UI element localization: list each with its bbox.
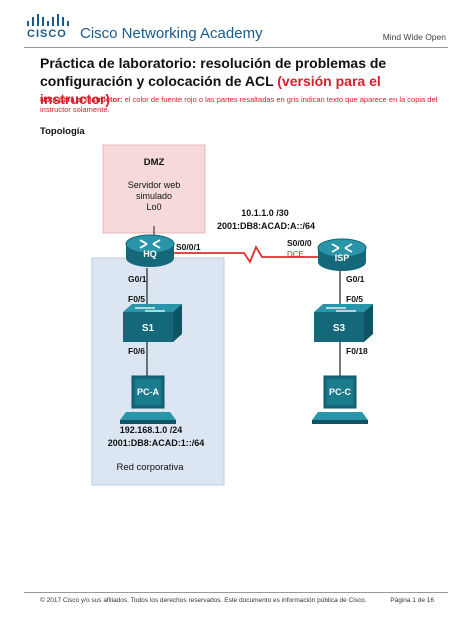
isp-serial-port: S0/0/0 — [287, 238, 312, 248]
title-main: Práctica de laboratorio: resolución de p… — [40, 55, 387, 89]
footer-copyright: © 2017 Cisco y/o sus afiliados. Todos lo… — [40, 597, 367, 604]
switch-s3-icon — [314, 304, 373, 342]
hq-serial-port: S0/0/1 — [176, 242, 201, 252]
header-divider — [24, 47, 448, 48]
pc-a-icon — [120, 375, 176, 424]
footer-divider — [24, 592, 448, 593]
switch-s3-label: S3 — [333, 323, 346, 334]
section-heading-topology: Topología — [40, 126, 85, 137]
lan-ipv6-label: 2001:DB8:ACAD:1::/64 — [108, 438, 205, 448]
s1-down-port: F0/6 — [128, 346, 145, 356]
page-header: CISCO Cisco Networking Academy Mind Wide… — [0, 0, 474, 48]
corporate-lan-zone — [91, 257, 225, 486]
instructor-note: Nota para el instructor: el color de fue… — [40, 95, 450, 115]
router-hq-icon — [125, 234, 175, 267]
dmz-loopback: Lo0 — [146, 202, 161, 212]
dmz-title: DMZ — [144, 157, 165, 168]
router-isp-icon — [317, 238, 367, 271]
dmz-server-line2: simulado — [136, 191, 172, 201]
dce-label: DCE — [287, 250, 304, 259]
s3-up-port: F0/5 — [346, 294, 363, 304]
wan-network-label: 10.1.1.0 /30 — [241, 208, 289, 218]
dmz-server-line1: Servidor web — [128, 180, 181, 190]
footer-page-number: Página 1 de 16 — [390, 597, 434, 604]
lan-network-label: 192.168.1.0 /24 — [120, 425, 183, 435]
switch-s1-label: S1 — [142, 323, 155, 334]
hq-lan-port: G0/1 — [128, 274, 147, 284]
s1-up-port: F0/5 — [128, 294, 145, 304]
wan-ipv6-label: 2001:DB8:ACAD:A::/64 — [217, 221, 315, 231]
tagline: Mind Wide Open — [382, 32, 446, 42]
title-instructor-version: (versión para el instructor) — [40, 73, 381, 107]
page-title: Práctica de laboratorio: resolución de p… — [40, 54, 450, 108]
instructor-note-text: el color de fuente rojo o las partes res… — [40, 95, 438, 114]
brand-name: Cisco Networking Academy — [80, 25, 263, 42]
pc-a-label: PC-A — [137, 387, 159, 397]
pc-c-icon — [312, 375, 368, 424]
cisco-logo-icon — [27, 14, 69, 26]
router-hq-label: HQ — [143, 249, 157, 259]
dmz-zone — [102, 144, 206, 234]
instructor-note-label: Nota para el instructor: — [40, 95, 123, 104]
switch-s1-icon — [123, 304, 182, 342]
serial-wan-link — [174, 244, 318, 264]
isp-lan-port: G0/1 — [346, 274, 365, 284]
pc-c-label: PC-C — [329, 387, 351, 397]
lan-zone-label: Red corporativa — [116, 462, 184, 473]
s3-down-port: F0/18 — [346, 346, 368, 356]
router-isp-label: ISP — [335, 253, 350, 263]
cisco-wordmark: CISCO — [27, 28, 67, 40]
